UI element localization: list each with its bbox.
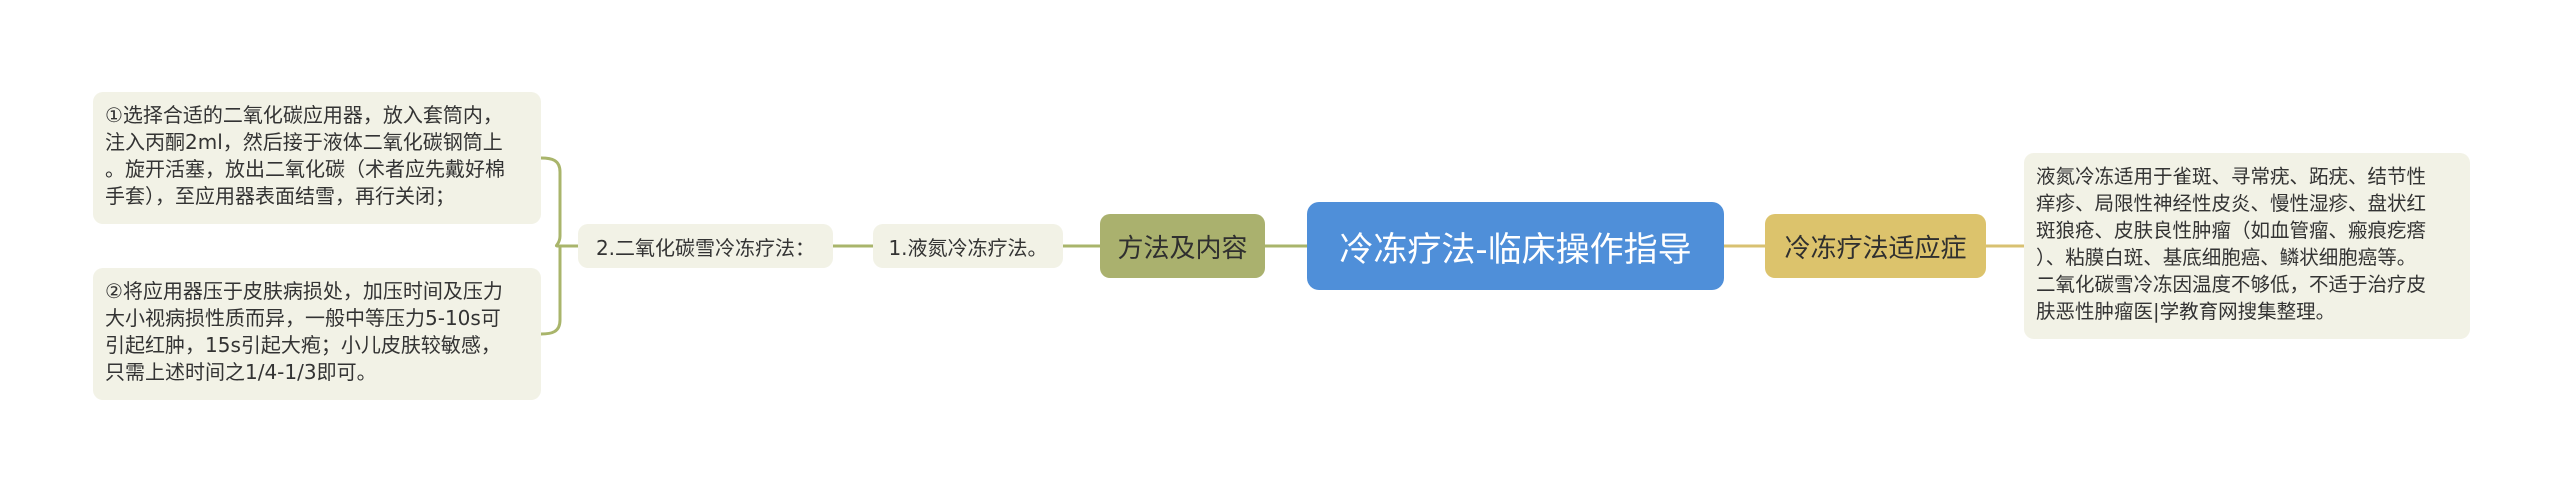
connector-item2-to-details <box>540 156 578 336</box>
central-topic[interactable]: 冷冻疗法-临床操作指导 <box>1307 202 1724 290</box>
method-item-co2-snow-label: 2.二氧化碳雪冷冻疗法： <box>595 235 816 260</box>
method-item-co2-snow[interactable]: 2.二氧化碳雪冷冻疗法： <box>578 224 833 268</box>
branch-method[interactable]: 方法及内容 <box>1100 214 1265 278</box>
co2-step-2-note[interactable]: ②将应用器压于皮肤病损处，加压时间及压力 大小视病损性质而异，一般中等压力5-1… <box>93 268 541 400</box>
branch-indications[interactable]: 冷冻疗法适应症 <box>1765 214 1986 278</box>
co2-step-1-note[interactable]: ①选择合适的二氧化碳应用器，放入套筒内， 注入丙酮2ml，然后接于液体二氧化碳钢… <box>93 92 541 224</box>
method-item-liquid-nitrogen[interactable]: 1.液氮冷冻疗法。 <box>873 224 1063 268</box>
branch-indications-label: 冷冻疗法适应症 <box>1784 233 1967 264</box>
method-item-liquid-nitrogen-label: 1.液氮冷冻疗法。 <box>888 235 1048 260</box>
indications-note[interactable]: 液氮冷冻适用于雀斑、寻常疣、跖疣、结节性 痒疹、局限性神经性皮炎、慢性湿疹、盘状… <box>2024 153 2470 339</box>
central-topic-label: 冷冻疗法-临床操作指导 <box>1339 229 1692 270</box>
branch-method-label: 方法及内容 <box>1117 233 1248 264</box>
